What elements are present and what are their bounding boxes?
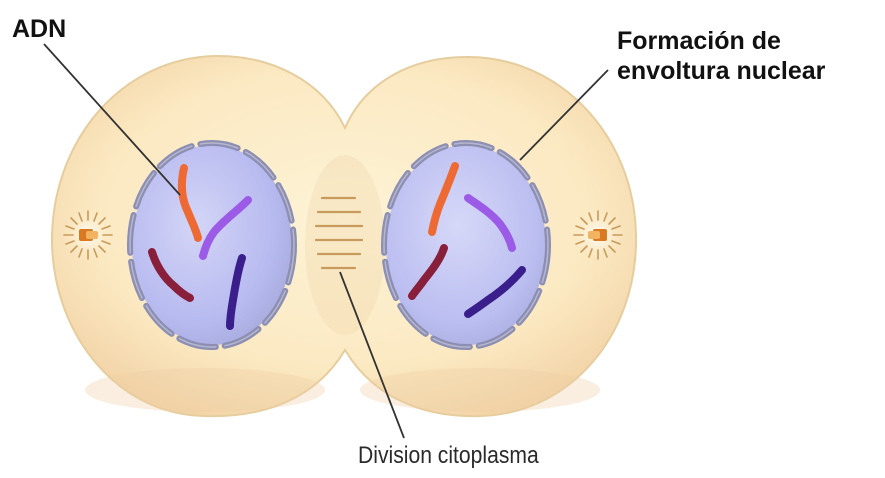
label-dna: ADN: [12, 14, 66, 44]
label-cytoplasm-division: Division citoplasma: [358, 442, 539, 470]
centriole-icon: [572, 209, 624, 261]
label-nuclear-envelope-line2: envoltura nuclear: [617, 56, 825, 86]
nucleus-left: [130, 143, 294, 347]
label-nuclear-envelope: Formación de envoltura nuclear: [617, 26, 825, 86]
centriole-icon: [62, 209, 114, 261]
label-nuclear-envelope-line1: Formación de: [617, 26, 825, 56]
nucleus-right: [384, 143, 548, 347]
